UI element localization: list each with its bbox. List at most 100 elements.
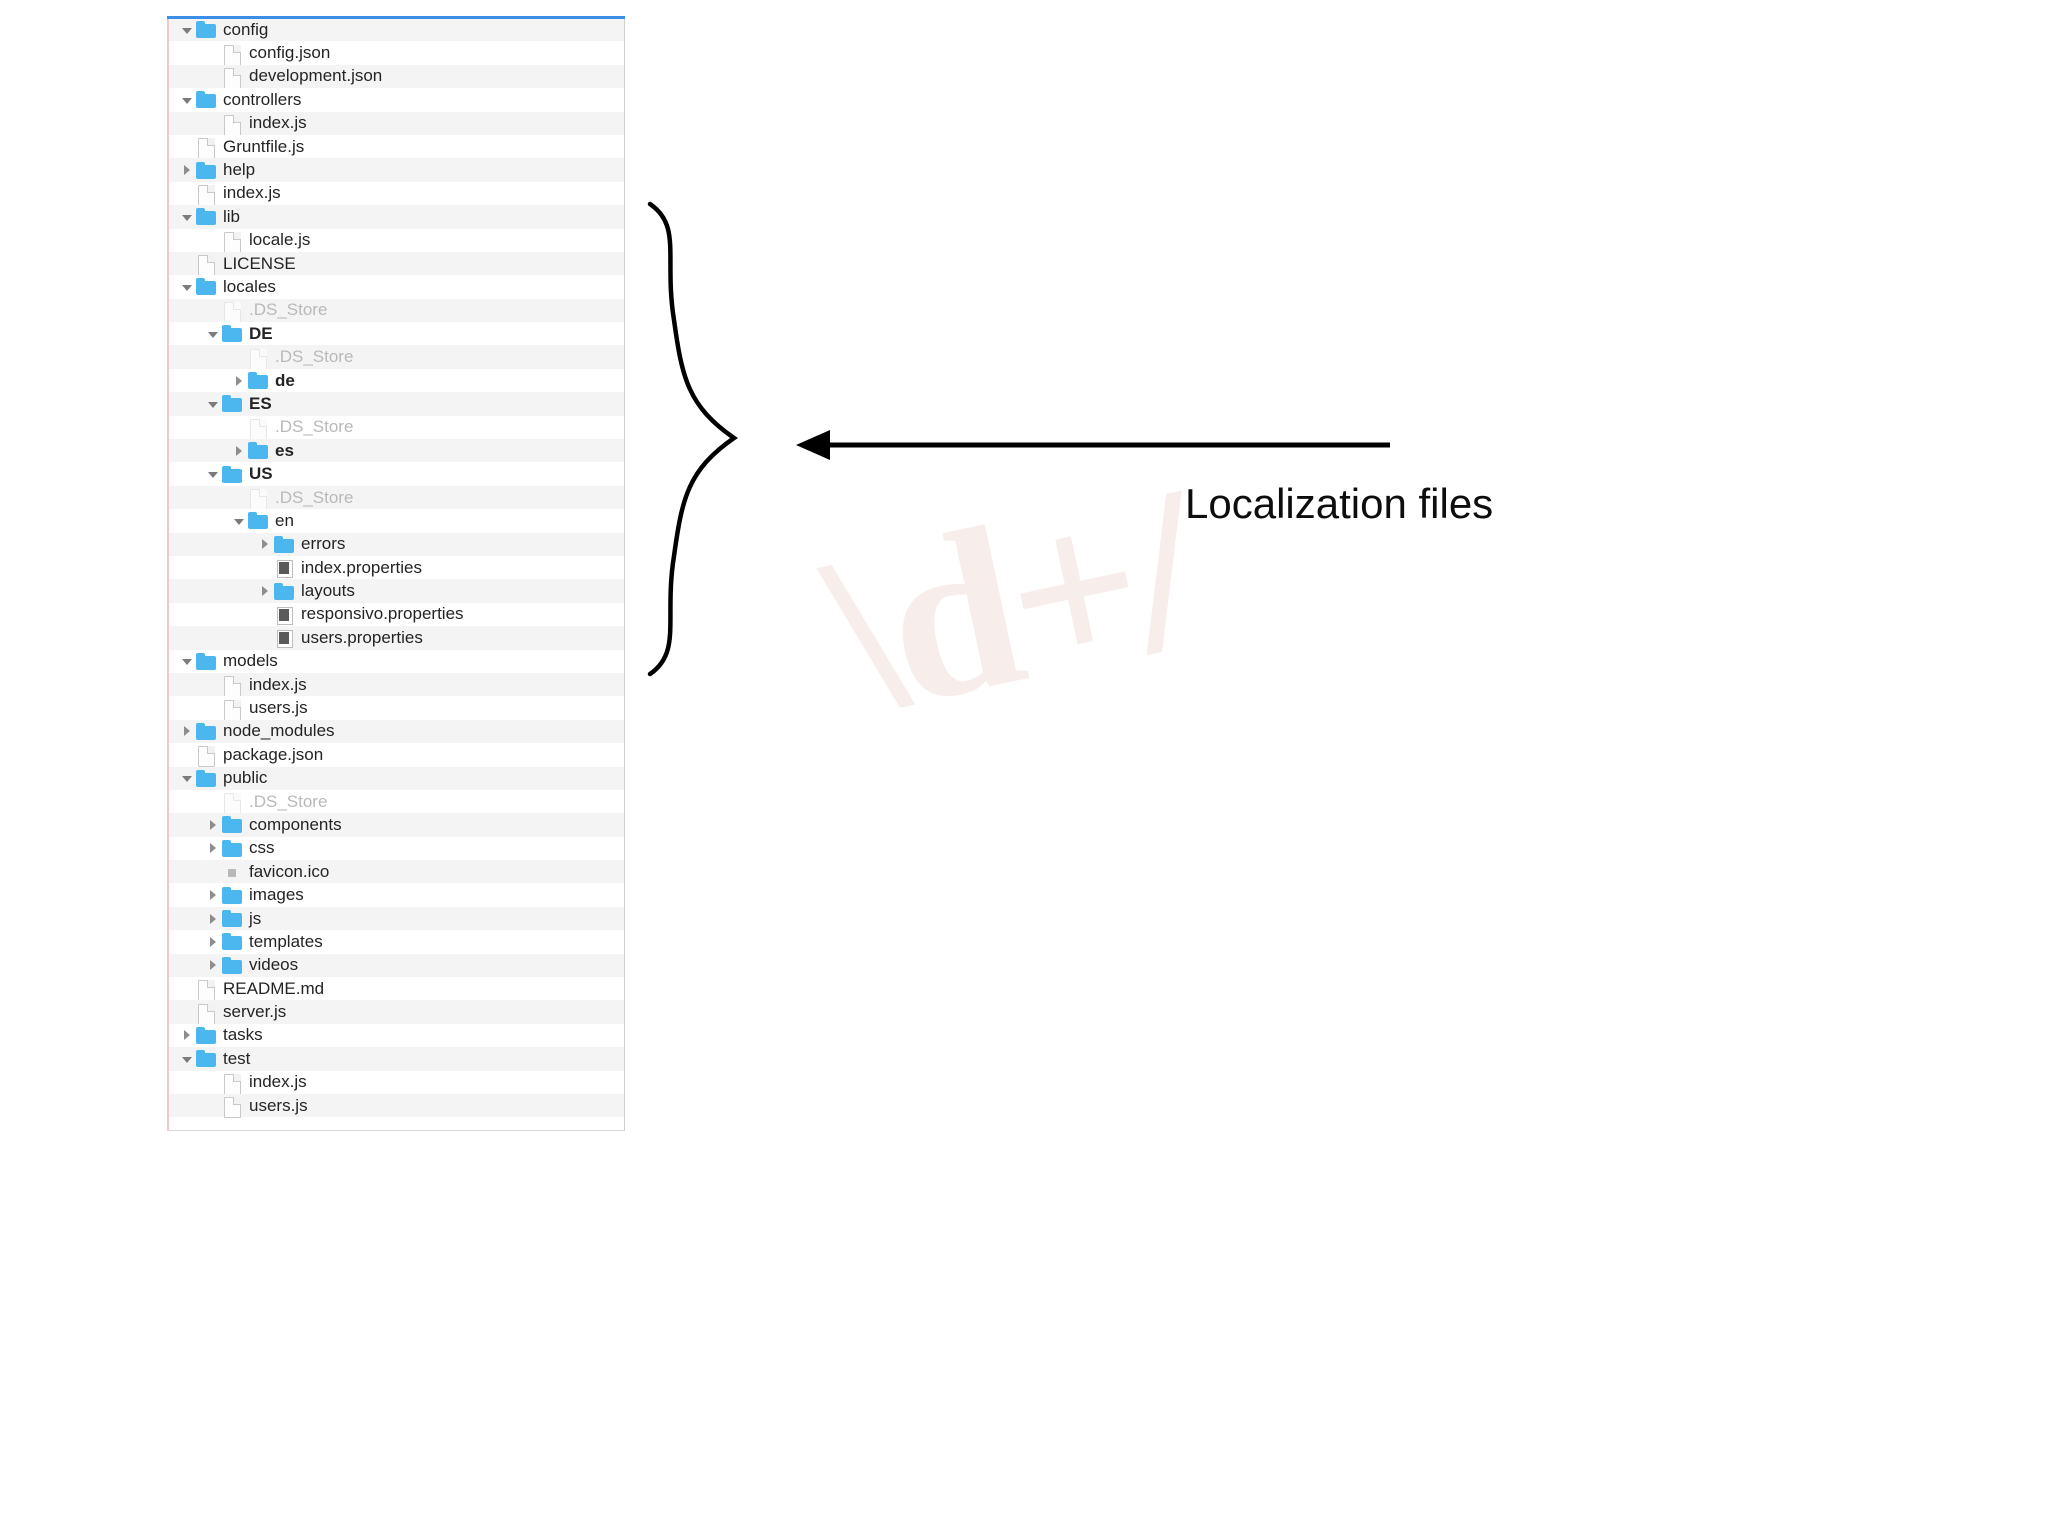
tree-row[interactable]: index.properties <box>169 555 624 580</box>
tree-row[interactable]: public <box>169 766 624 790</box>
twisty-spacer <box>205 115 221 131</box>
tree-row[interactable]: en <box>169 509 624 533</box>
tree-row-label: public <box>223 768 268 788</box>
tree-row-label: index.js <box>249 113 307 133</box>
chevron-right-icon[interactable] <box>231 443 247 459</box>
file-icon <box>195 1003 217 1025</box>
tree-row[interactable]: config <box>169 18 624 42</box>
chevron-right-icon[interactable] <box>205 957 221 973</box>
tree-row[interactable]: videos <box>169 953 624 978</box>
tree-row[interactable]: locale.js <box>169 228 624 253</box>
curly-brace <box>647 201 738 677</box>
chevron-down-icon[interactable] <box>205 326 221 342</box>
tree-row[interactable]: config.json <box>169 41 624 66</box>
tree-row[interactable]: templates <box>169 930 624 954</box>
twisty-spacer <box>231 349 247 365</box>
folder-icon <box>273 582 295 600</box>
tree-row[interactable]: tasks <box>169 1023 624 1048</box>
chevron-down-icon[interactable] <box>231 513 247 529</box>
tree-row[interactable]: components <box>169 813 624 837</box>
tree-row[interactable]: layouts <box>169 579 624 603</box>
chevron-down-icon[interactable] <box>179 653 195 669</box>
tree-row[interactable]: js <box>169 906 624 931</box>
chevron-right-icon[interactable] <box>257 536 273 552</box>
tree-row[interactable]: DE <box>169 322 624 346</box>
chevron-right-icon[interactable] <box>179 162 195 178</box>
chevron-right-icon[interactable] <box>257 583 273 599</box>
chevron-right-icon[interactable] <box>205 911 221 927</box>
folder-icon <box>195 1050 217 1068</box>
folder-icon <box>221 933 243 951</box>
tree-row[interactable]: users.properties <box>169 626 624 650</box>
tree-row[interactable]: users.js <box>169 1093 624 1119</box>
file-icon <box>221 1073 243 1095</box>
tree-row-label: config <box>223 19 269 39</box>
tree-row[interactable]: index.js <box>169 181 624 206</box>
file-icon <box>221 301 243 323</box>
chevron-right-icon[interactable] <box>205 887 221 903</box>
tree-row[interactable]: .DS_Store <box>169 789 624 815</box>
tree-row[interactable]: de <box>169 368 624 393</box>
tree-row[interactable]: controllers <box>169 88 624 112</box>
left-arrow <box>796 430 1390 460</box>
tree-row-label: errors <box>301 534 346 554</box>
tree-row-label: models <box>223 651 278 671</box>
tree-row[interactable]: .DS_Store <box>169 345 624 370</box>
folder-icon <box>195 91 217 109</box>
chevron-down-icon[interactable] <box>179 1051 195 1067</box>
chevron-right-icon[interactable] <box>179 723 195 739</box>
tree-row-label: config.json <box>249 43 331 63</box>
tree-row[interactable]: es <box>169 439 624 463</box>
chevron-right-icon[interactable] <box>231 373 247 389</box>
tree-row[interactable]: lib <box>169 205 624 229</box>
tree-row[interactable]: server.js <box>169 1000 624 1025</box>
tree-row[interactable]: .DS_Store <box>169 298 624 323</box>
chevron-right-icon[interactable] <box>179 1027 195 1043</box>
tree-row[interactable]: Gruntfile.js <box>169 134 624 160</box>
chevron-down-icon[interactable] <box>179 22 195 38</box>
chevron-down-icon[interactable] <box>179 92 195 108</box>
tree-row-label: server.js <box>223 1002 287 1022</box>
chevron-down-icon[interactable] <box>205 396 221 412</box>
tree-row[interactable]: README.md <box>169 977 624 1002</box>
tree-row[interactable]: models <box>169 649 624 673</box>
folder-icon <box>195 161 217 179</box>
chevron-down-icon[interactable] <box>179 279 195 295</box>
tree-row-label: locales <box>223 276 276 296</box>
tree-row[interactable]: help <box>169 158 624 182</box>
tree-row-label: locale.js <box>249 230 311 250</box>
tree-row[interactable]: index.js <box>169 111 624 136</box>
tree-row[interactable]: .DS_Store <box>169 485 624 510</box>
twisty-spacer <box>205 302 221 318</box>
file-icon <box>195 255 217 277</box>
tree-row[interactable]: development.json <box>169 64 624 89</box>
tree-row[interactable]: css <box>169 836 624 861</box>
tree-row[interactable]: favicon.ico <box>169 860 624 884</box>
tree-row-label: layouts <box>301 581 355 601</box>
tree-row[interactable]: LICENSE <box>169 251 624 277</box>
file-icon <box>247 489 269 510</box>
file-icon <box>221 699 243 721</box>
tree-row[interactable]: .DS_Store <box>169 415 624 440</box>
tree-row[interactable]: package.json <box>169 743 624 768</box>
tree-row-label: LICENSE <box>223 253 296 273</box>
tree-row[interactable]: errors <box>169 532 624 556</box>
chevron-down-icon[interactable] <box>179 770 195 786</box>
tree-row[interactable]: index.js <box>169 1070 624 1095</box>
chevron-down-icon[interactable] <box>179 209 195 225</box>
chevron-right-icon[interactable] <box>205 817 221 833</box>
tree-row[interactable]: ES <box>169 392 624 416</box>
tree-row[interactable]: index.js <box>169 672 624 698</box>
chevron-right-icon[interactable] <box>205 840 221 856</box>
tree-row[interactable]: node_modules <box>169 719 624 744</box>
tree-row[interactable]: images <box>169 883 624 907</box>
chevron-right-icon[interactable] <box>205 934 221 950</box>
tree-row[interactable]: test <box>169 1047 624 1071</box>
tree-row[interactable]: responsivo.properties <box>169 602 624 627</box>
tree-row[interactable]: US <box>169 462 624 486</box>
twisty-spacer <box>179 185 195 201</box>
tree-row[interactable]: users.js <box>169 696 624 721</box>
chevron-down-icon[interactable] <box>205 466 221 482</box>
tree-row[interactable]: locales <box>169 275 624 299</box>
